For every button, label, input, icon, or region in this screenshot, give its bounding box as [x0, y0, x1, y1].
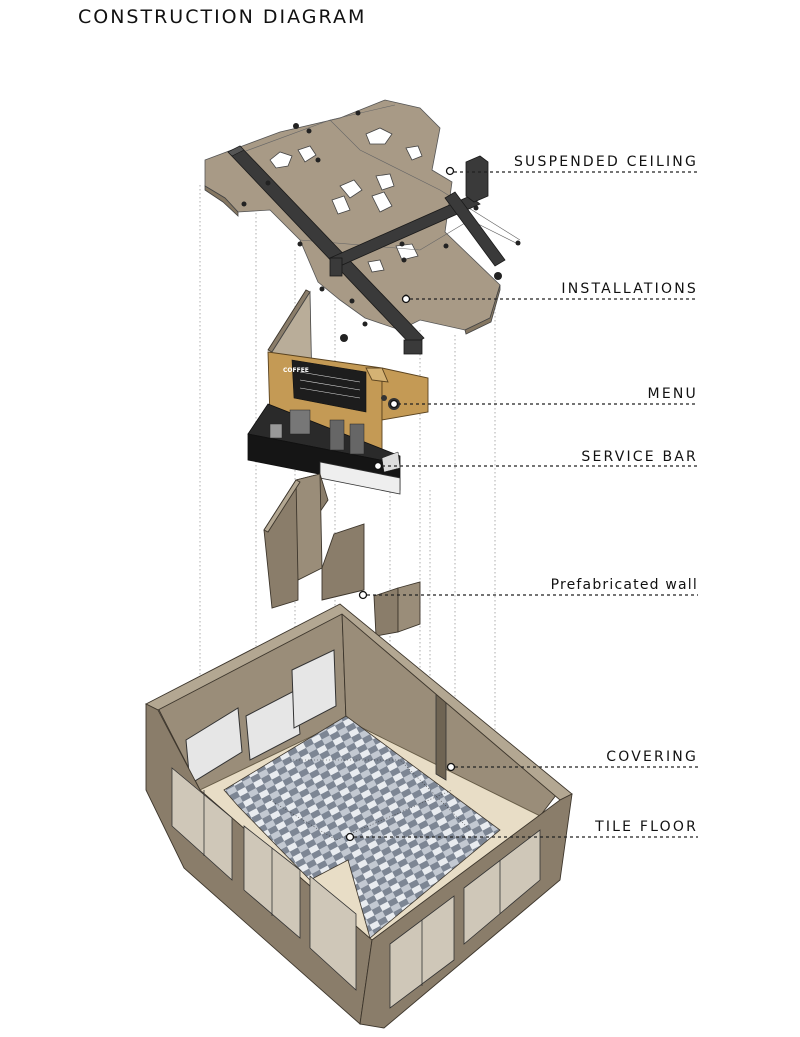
anchor-prefabricated-wall: [358, 590, 368, 600]
anchor-suspended-ceiling: [445, 166, 455, 176]
label-prefabricated-wall: Prefabricated wall: [551, 577, 698, 593]
diagram-title: CONSTRUCTION DIAGRAM: [78, 6, 367, 28]
anchor-tile-floor: [345, 832, 355, 842]
menu-brand-text: COFFEE: [283, 367, 309, 374]
prefabricated-wall: [263, 473, 421, 637]
room-covering: [145, 603, 573, 1029]
suspended-ceiling: [204, 99, 521, 335]
leader-lines: [345, 166, 698, 842]
labels: SUSPENDED CEILING INSTALLATIONS MENU SER…: [514, 154, 698, 835]
label-menu: MENU: [648, 386, 698, 402]
installations: [227, 110, 521, 355]
anchor-covering: [446, 762, 456, 772]
anchor-menu: [389, 399, 399, 409]
service-bar: [247, 403, 401, 495]
tile-floor: [223, 715, 501, 939]
anchor-service-bar: [373, 461, 383, 471]
label-service-bar: SERVICE BAR: [581, 449, 698, 465]
label-installations: INSTALLATIONS: [561, 281, 698, 297]
label-tile-floor: TILE FLOOR: [594, 819, 698, 835]
label-covering: COVERING: [606, 749, 698, 765]
anchor-installations: [401, 294, 411, 304]
label-suspended-ceiling: SUSPENDED CEILING: [514, 154, 698, 170]
